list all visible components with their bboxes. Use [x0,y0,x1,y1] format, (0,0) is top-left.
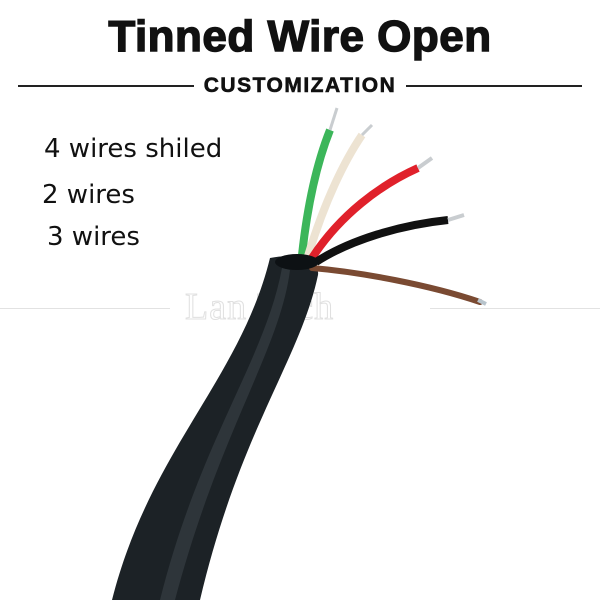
watermark-line-left [0,308,170,309]
option-3-wires: 3 wires [47,222,140,252]
wire-white [304,132,366,258]
subtitle-row: CUSTOMIZATION [18,72,583,100]
watermark-line-right [430,308,600,309]
shield-wire [309,265,483,305]
subtitle: CUSTOMIZATION [203,74,397,98]
divider-right [406,85,583,87]
option-4-wires: 4 wires shiled [44,134,223,164]
divider-left [18,85,194,87]
wire-green [298,128,334,256]
cable-jacket [112,256,319,600]
option-2-wires: 2 wires [42,180,135,210]
wire-red [308,164,420,261]
wire-black [313,216,449,266]
cable-highlight [160,268,290,600]
page-title: Tinned Wire Open [108,11,492,61]
